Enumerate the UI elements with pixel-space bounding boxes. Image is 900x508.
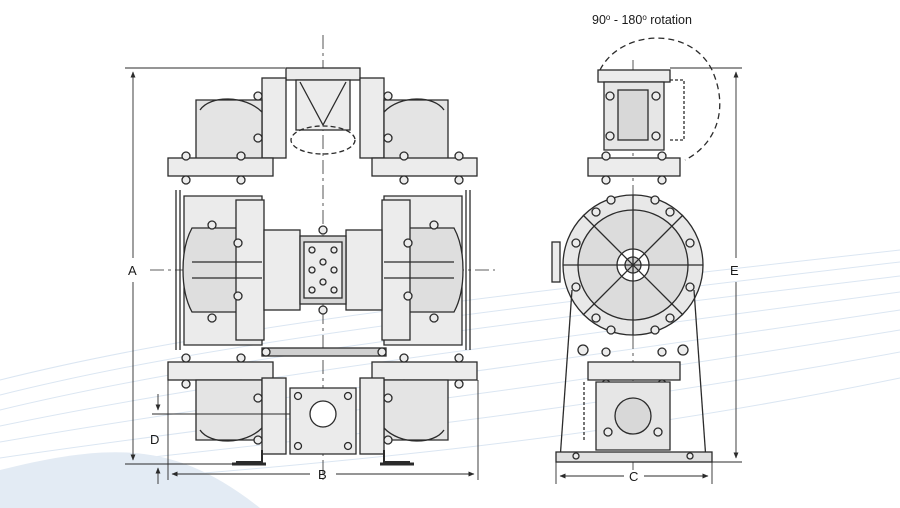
- side-view-pump: [551, 37, 721, 470]
- rotation-suffix: rotation: [647, 13, 692, 27]
- rotation-separator: - 180: [610, 13, 642, 27]
- dimension-a: [125, 67, 285, 465]
- rotation-start-value: 90: [592, 13, 606, 27]
- rotation-end-unit: o: [642, 13, 647, 22]
- dimension-label-b: B: [318, 467, 327, 482]
- rotation-note: 90o - 180o rotation: [592, 13, 692, 27]
- dimension-c: [555, 462, 713, 484]
- front-view-pump: [150, 35, 495, 480]
- dimension-d: [152, 394, 290, 484]
- background-swoosh-fill: [0, 452, 260, 508]
- dimension-label-c: C: [629, 469, 638, 484]
- dimension-label-d: D: [150, 432, 159, 447]
- dimension-b: [167, 380, 479, 480]
- dimension-e: [670, 67, 742, 463]
- dimension-label-a: A: [128, 263, 137, 278]
- dimension-label-e: E: [730, 263, 739, 278]
- rotation-start-unit: o: [606, 13, 611, 22]
